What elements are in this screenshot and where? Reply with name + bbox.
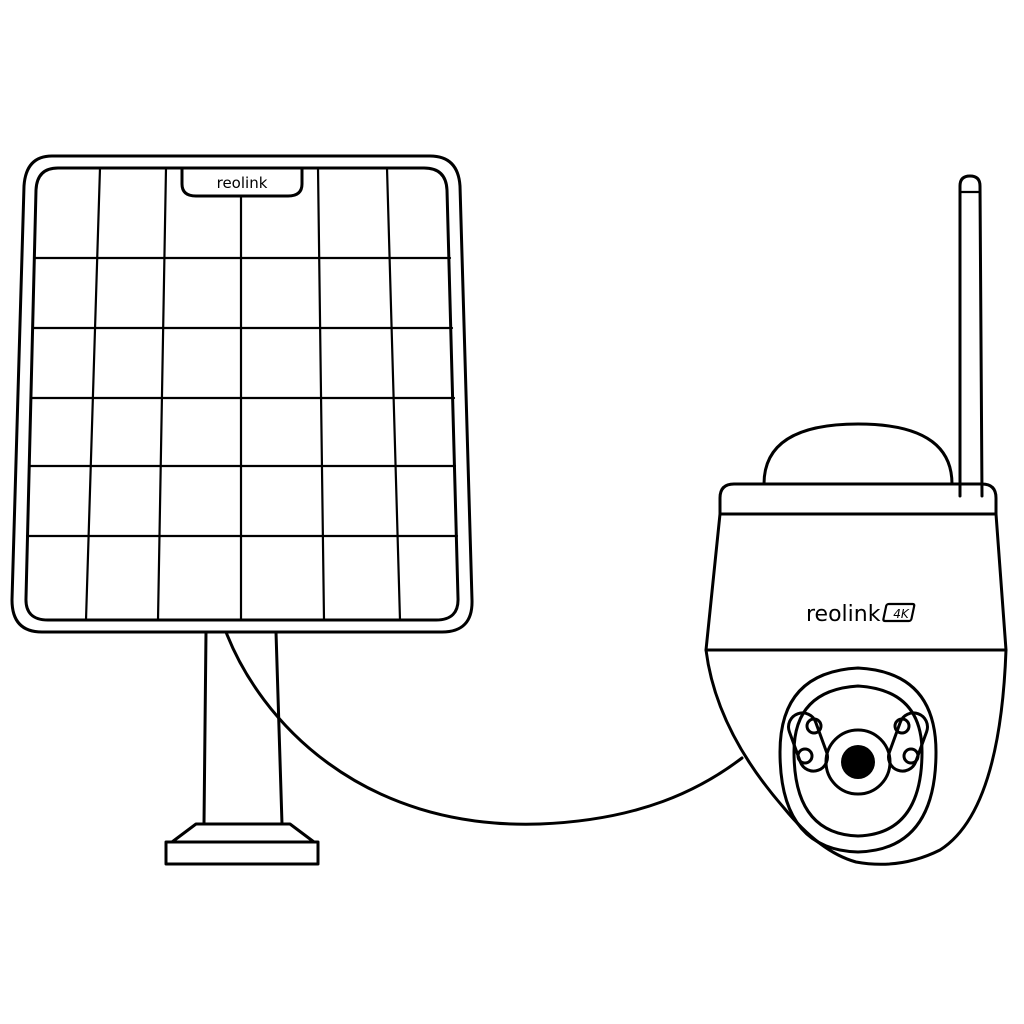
solar-panel-outer-frame bbox=[10, 154, 474, 634]
solar-panel-stand-base bbox=[170, 822, 316, 844]
solar-panel-grid-columns bbox=[84, 166, 402, 622]
power-cable bbox=[224, 630, 744, 826]
camera-lower-head bbox=[704, 648, 1008, 866]
solar-panel-brand-logo: reolink bbox=[217, 174, 268, 192]
antenna bbox=[958, 174, 984, 498]
ir-led-icon bbox=[902, 747, 920, 765]
camera-top-cap bbox=[718, 482, 998, 516]
camera-upper-body bbox=[704, 512, 1008, 652]
ir-led-icon bbox=[893, 717, 911, 735]
solar-panel: reolink bbox=[10, 154, 474, 866]
camera-4k-badge: 4K bbox=[893, 607, 910, 621]
camera-top-dome bbox=[762, 422, 954, 486]
camera-4k-badge-frame bbox=[882, 602, 916, 623]
ptz-camera: reolink 4K bbox=[704, 174, 1008, 866]
left-ir-leds bbox=[787, 711, 829, 773]
solar-panel-stand bbox=[202, 630, 284, 826]
ir-led-icon bbox=[796, 747, 814, 765]
main-lens-ring bbox=[824, 728, 892, 796]
solar-panel-logo-tab bbox=[180, 166, 304, 198]
main-lens-icon bbox=[841, 745, 875, 779]
right-ir-leds bbox=[887, 711, 929, 773]
lens-housing-outer bbox=[778, 666, 938, 854]
ir-led-icon bbox=[805, 717, 823, 735]
solar-panel-stand-foot bbox=[164, 840, 320, 866]
camera-brand-logo: reolink bbox=[806, 602, 881, 627]
solar-panel-inner-frame bbox=[24, 166, 460, 622]
lens-housing-inner bbox=[792, 684, 924, 838]
